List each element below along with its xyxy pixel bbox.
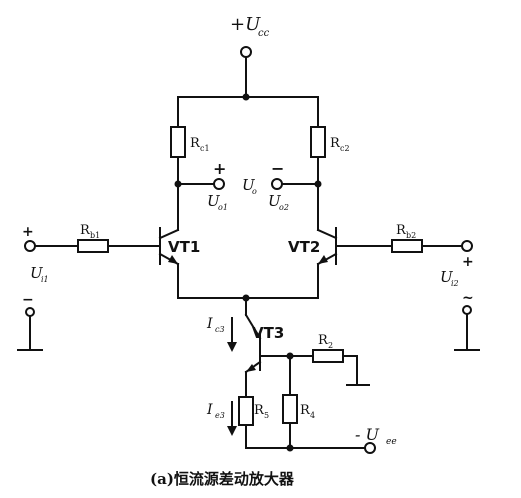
transistor-vt2 (316, 227, 338, 299)
output-terminal-1 (213, 178, 225, 190)
input2-plus: + (462, 254, 474, 270)
resistor-r2 (312, 349, 344, 363)
uo1-label: U (207, 192, 221, 210)
ui1-sub: i1 (41, 275, 49, 284)
ui2-sub: i2 (451, 279, 459, 288)
supply-positive-terminal (240, 46, 252, 101)
r2-sub: 2 (328, 341, 333, 350)
uo2-label: U (268, 192, 282, 210)
output-sub: o (252, 187, 257, 196)
rc1-label: R (190, 136, 201, 151)
resistor-rb1 (77, 239, 109, 253)
r2-label: R (318, 333, 329, 348)
transistor-vt1 (158, 227, 180, 299)
supply-negative-sub: ee (386, 437, 397, 447)
rc2-label: R (330, 136, 341, 151)
ui1-label: U (30, 264, 44, 282)
r4-sub: 4 (310, 411, 315, 420)
input-terminal-2 (461, 240, 473, 252)
rb2-label: R (396, 223, 407, 238)
resistor-rb2 (391, 239, 423, 253)
uo2-sub: o2 (279, 203, 289, 212)
vt3-label: VT3 (252, 324, 284, 342)
input2-minus: ~ (462, 290, 474, 306)
input1-plus: + (22, 224, 34, 240)
resistor-r5 (238, 396, 254, 426)
resistor-rc1 (170, 126, 186, 158)
ic3-label: I (206, 316, 213, 332)
output-minus: − (271, 159, 284, 178)
supply-negative-label: - U (355, 425, 379, 444)
ie3-label: I (206, 402, 213, 418)
supply-positive-label: +U (230, 14, 261, 35)
r4-label: R (300, 403, 311, 418)
supply-negative-terminal (364, 442, 376, 454)
ui2-label: U (440, 268, 454, 286)
ic3-sub: c3 (215, 325, 225, 334)
rc1-sub: c1 (200, 144, 210, 153)
vt2-label: VT2 (288, 238, 320, 256)
resistor-r4 (282, 394, 298, 424)
vt1-label: VT1 (168, 238, 200, 256)
rc2-sub: c2 (340, 144, 350, 153)
input1-minus: − (22, 292, 34, 308)
resistor-rc2 (310, 126, 326, 158)
ie3-sub: e3 (215, 411, 225, 420)
uo1-sub: o1 (218, 203, 228, 212)
r5-label: R (254, 403, 265, 418)
r5-sub: 5 (264, 411, 269, 420)
rb2-sub: b2 (406, 231, 416, 240)
transistor-vt3 (244, 313, 291, 374)
rb1-label: R (80, 223, 91, 238)
input-terminal-1 (24, 240, 36, 252)
caption: (a)恒流源差动放大器 (150, 470, 295, 488)
rb1-sub: b1 (90, 231, 100, 240)
output-label: U (242, 176, 256, 194)
supply-positive-sub: cc (258, 28, 270, 39)
output-terminal-2 (271, 178, 283, 190)
output-plus: + (213, 159, 226, 178)
